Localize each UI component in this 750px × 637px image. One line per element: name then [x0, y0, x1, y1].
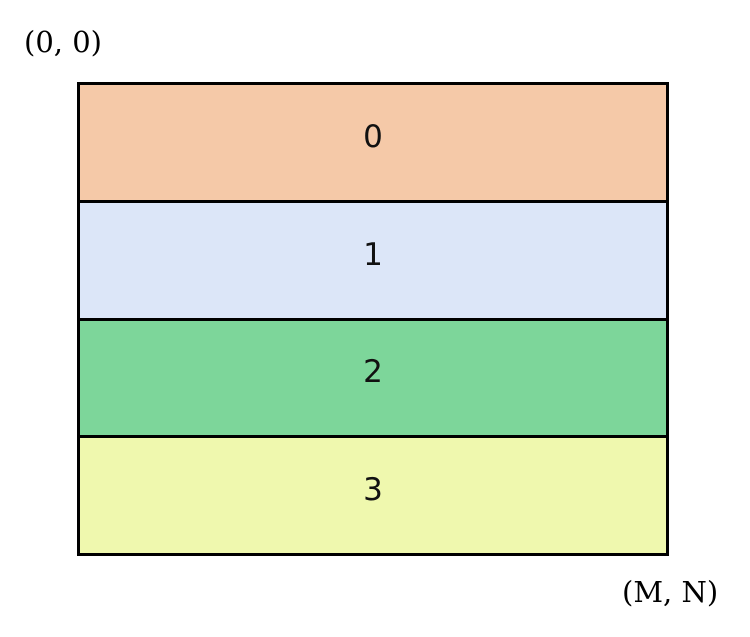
- band-row: 1: [80, 202, 666, 321]
- band-stack: 0 1 2 3: [77, 82, 669, 556]
- band-row: 2: [80, 320, 666, 439]
- band-row: 0: [80, 85, 666, 203]
- origin-coordinate-label: (0, 0): [24, 25, 102, 59]
- band-row: 3: [80, 438, 666, 553]
- extent-coordinate-label: (M, N): [622, 575, 719, 609]
- band-label: 0: [363, 118, 383, 155]
- band-label: 1: [363, 236, 383, 273]
- band-label: 2: [363, 354, 383, 391]
- band-label: 3: [363, 472, 383, 509]
